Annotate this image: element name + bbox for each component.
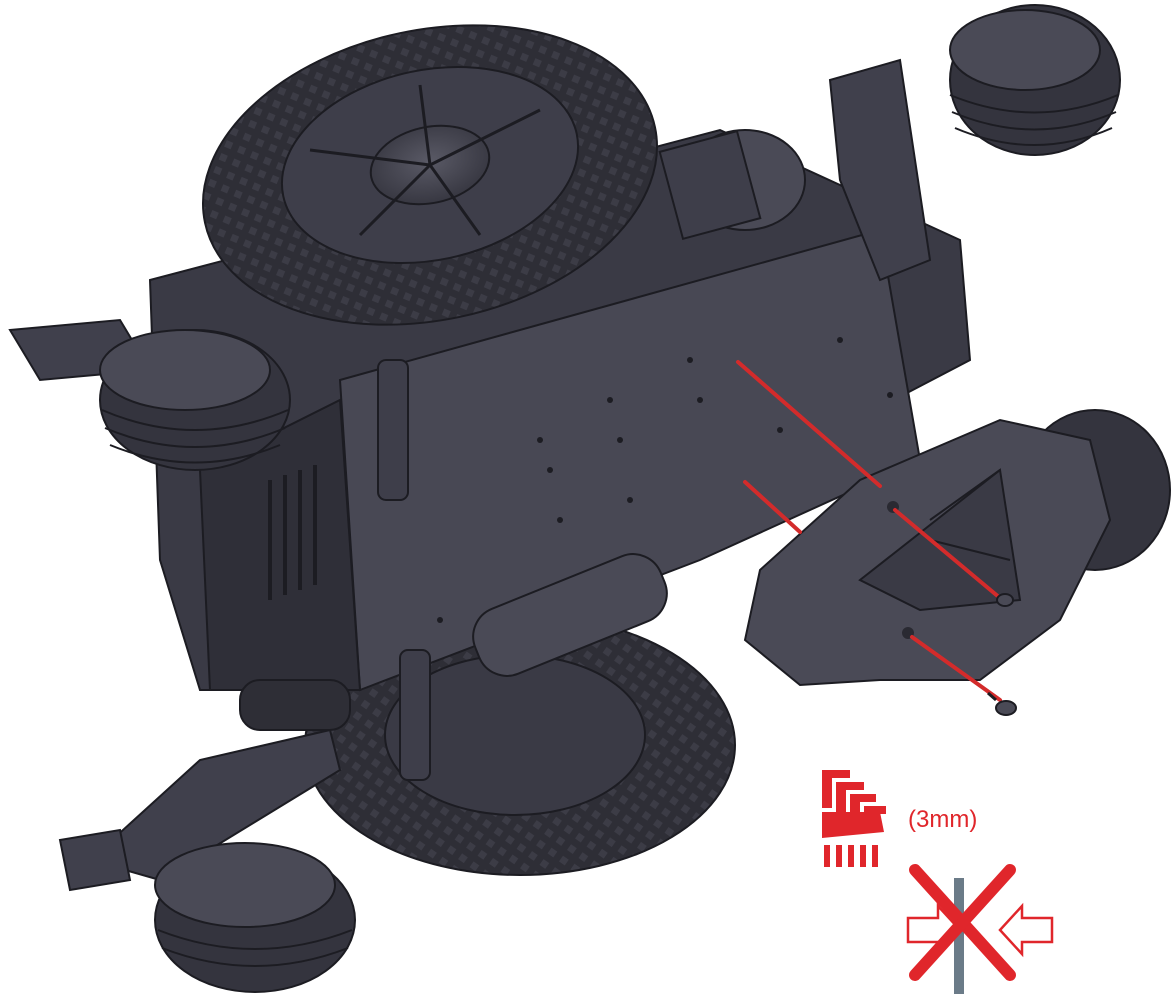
lower-motor xyxy=(472,553,668,677)
screw-icon xyxy=(987,691,1017,716)
hex-key-set-icon xyxy=(822,770,886,867)
caster-wheel-left xyxy=(99,329,291,471)
front-drive-wheel xyxy=(202,24,658,326)
screw-icon-panel xyxy=(996,593,1014,607)
caster-arms xyxy=(8,58,932,892)
tool-size-label: (3mm) xyxy=(908,806,978,833)
frame-posts xyxy=(239,359,431,781)
no-compression-icon xyxy=(906,864,1054,994)
caster-wheel-top-right xyxy=(949,4,1121,156)
upper-motor xyxy=(658,129,806,241)
side-cover-panel xyxy=(743,418,1112,687)
alignment-guide-lines xyxy=(736,360,1002,702)
caster-wheel-bottom-left xyxy=(154,842,356,993)
